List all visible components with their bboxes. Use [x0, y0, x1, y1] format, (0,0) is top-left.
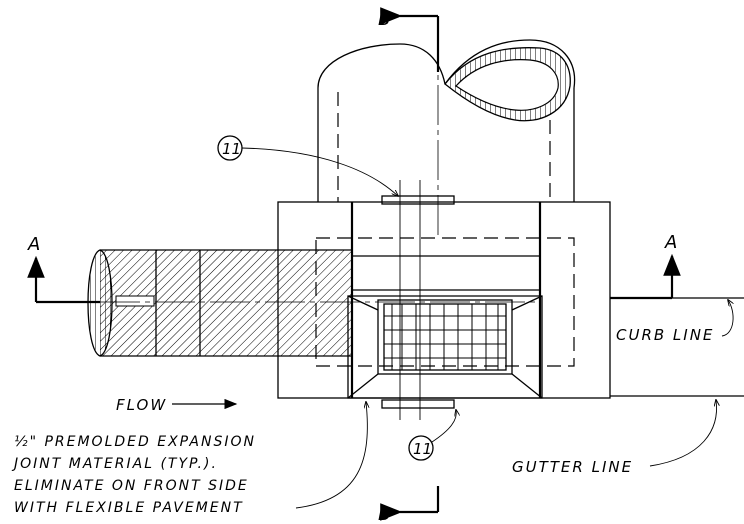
section-a-right: A [610, 232, 681, 300]
note-line-4: WITH FLEXIBLE PAVEMENT [14, 500, 244, 516]
callout-11-top-label: 11 [222, 140, 241, 158]
curb-line-leader [721, 300, 733, 337]
section-a-right-label: A [664, 232, 677, 253]
gutter-line-label: GUTTER LINE [512, 458, 633, 476]
callout-11-bottom: 11 [408, 410, 456, 461]
note-line-1: ½" PREMOLDED EXPANSION [14, 434, 256, 450]
callout-11-bottom-label: 11 [413, 440, 432, 458]
section-a-left-label: A [27, 234, 40, 255]
section-b-bottom: B [378, 486, 440, 524]
corrugated-pipe [87, 249, 352, 357]
callout-11-top: 11 [217, 135, 398, 196]
riser-pipe [317, 30, 576, 240]
expansion-joint-note: ½" PREMOLDED EXPANSION JOINT MATERIAL (T… [11, 402, 367, 516]
grate [347, 295, 543, 399]
section-b-top: B [378, 7, 440, 72]
note-line-3: ELIMINATE ON FRONT SIDE [14, 478, 249, 494]
section-a-left: A [27, 234, 100, 304]
note-line-2: JOINT MATERIAL (TYP.). [11, 456, 218, 472]
section-b-bottom-label: B [378, 504, 390, 524]
gutter-line-leader [649, 400, 717, 467]
section-b-top-label: B [378, 9, 390, 30]
note-leader [295, 402, 367, 509]
curb-line-label: CURB LINE [616, 326, 714, 344]
flow-label: FLOW [116, 396, 167, 414]
